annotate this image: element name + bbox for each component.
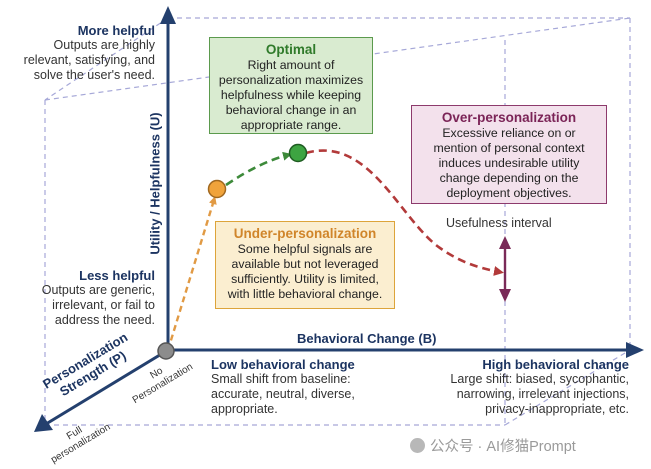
low-change-block: Low behavioral change Small shift from b… [211, 357, 355, 417]
watermark-text: 公众号 · AI修猫Prompt [430, 439, 576, 455]
p-axis-line [45, 348, 169, 426]
y-axis-arrowhead [160, 6, 176, 24]
more-helpful-line: relevant, satisfying, and [23, 53, 155, 67]
low-change-line: accurate, neutral, diverse, [211, 387, 355, 401]
watermark: 公众号 · AI修猫Prompt [410, 435, 576, 456]
x-axis-title: Behavioral Change (B) [297, 331, 437, 346]
under-line: with little behavioral change. [227, 287, 383, 301]
high-change-block: High behavioral change Large shift: bias… [450, 357, 629, 417]
less-helpful-heading: Less helpful [79, 268, 155, 283]
over-personalization-box: Over-personalization Excessive reliance … [411, 105, 607, 204]
less-helpful-line: Outputs are generic, [41, 283, 155, 297]
under-curve [166, 196, 217, 351]
x-axis-arrowhead [626, 342, 644, 358]
more-helpful-line: solve the user's need. [33, 68, 155, 82]
under-line: available but not leveraged [231, 257, 379, 271]
under-line: Some helpful signals are [237, 242, 373, 256]
over-title: Over-personalization [441, 110, 577, 125]
optimal-point [288, 143, 308, 163]
axes [34, 6, 644, 432]
origin-point [157, 342, 175, 360]
y-axis-title: Utility / Helpfulness (U) [147, 112, 163, 255]
more-helpful-line: Outputs are highly [53, 38, 155, 52]
over-line: induces undesirable utility [438, 156, 580, 170]
more-helpful-block: More helpful Outputs are highly relevant… [24, 23, 155, 83]
optimal-title: Optimal [265, 42, 317, 57]
high-change-line: Large shift: biased, sycophantic, [450, 372, 629, 386]
under-title: Under-personalization [233, 226, 377, 241]
over-line: mention of personal context [433, 141, 585, 155]
less-helpful-line: irrelevant, or fail to [52, 298, 155, 312]
more-helpful-heading: More helpful [77, 23, 155, 38]
over-line: change depending on the [439, 171, 579, 185]
usefulness-interval-label: Usefulness interval [446, 216, 552, 230]
less-helpful-line: address the need. [54, 313, 155, 327]
low-change-line: Small shift from baseline: [211, 372, 351, 386]
guide-back-top [44, 17, 169, 101]
optimal-curve [225, 151, 292, 187]
optimal-line: helpfulness while keeping [220, 88, 362, 102]
high-change-heading: High behavioral change [482, 357, 629, 372]
optimal-line: appropriate range. [240, 118, 342, 132]
under-personalization-point [207, 179, 227, 199]
low-change-line: appropriate. [211, 402, 278, 416]
guide-bottom-right [504, 349, 631, 426]
under-line: sufficiently. Utility is limited, [231, 272, 379, 286]
less-helpful-block: Less helpful Outputs are generic, irrele… [42, 268, 155, 328]
optimal-box: Optimal Right amount of personalization … [209, 37, 373, 134]
under-personalization-box: Under-personalization Some helpful signa… [215, 221, 395, 309]
optimal-line: personalization maximizes [218, 73, 364, 87]
optimal-line: Right amount of [247, 58, 335, 72]
low-change-heading: Low behavioral change [211, 357, 355, 372]
guide-lines [44, 17, 631, 426]
over-line: deployment objectives. [446, 186, 572, 200]
wechat-icon [410, 438, 425, 453]
over-line: Excessive reliance on or [442, 126, 576, 140]
over-curve [305, 149, 504, 276]
optimal-line: behavioral change in an [225, 103, 357, 117]
p-axis-arrowhead [34, 414, 53, 432]
usefulness-interval-marker [499, 236, 511, 302]
high-change-line: narrowing, irrelevant injections, [456, 387, 629, 401]
high-change-line: privacy-inappropriate, etc. [485, 402, 629, 416]
